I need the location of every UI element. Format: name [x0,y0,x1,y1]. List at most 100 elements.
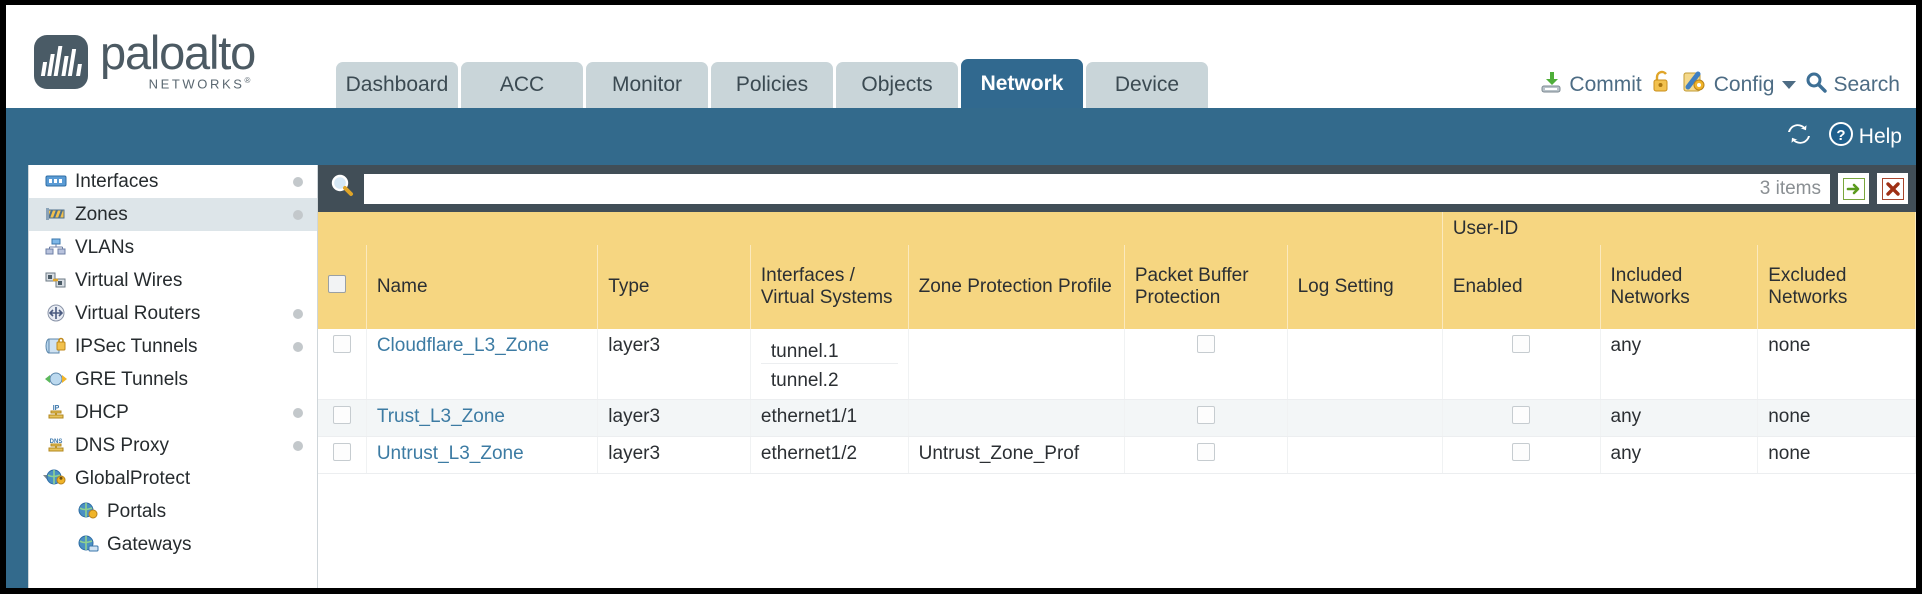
commit-button[interactable]: Commit [1539,70,1642,100]
search-label: Search [1833,73,1900,96]
sidebar-item-dhcp[interactable]: IP DHCP [29,396,317,429]
cell-packet-buffer-protection [1124,399,1288,437]
apply-filter-button[interactable] [1838,173,1869,204]
packet-buffer-checkbox[interactable] [1196,335,1215,353]
col-interfaces[interactable]: Interfaces / Virtual Systems [750,245,909,329]
brand-logo: paloalto NETWORKS® [34,26,256,93]
sidebar-label: DHCP [75,401,129,423]
select-all-checkbox[interactable] [328,275,346,293]
gre-tunnels-icon [45,370,67,390]
search-button[interactable]: Search [1805,71,1900,99]
sidebar-item-portals[interactable]: Portals [29,495,317,528]
tab-monitor[interactable]: Monitor [586,62,708,108]
sidebar-item-gre-tunnels[interactable]: GRE Tunnels [29,363,317,396]
help-icon: ? [1828,121,1854,153]
sidebar-item-ipsec-tunnels[interactable]: IPSec Tunnels [29,330,317,363]
userid-enabled-checkbox[interactable] [1512,335,1531,353]
virtual-routers-icon [45,304,67,324]
group-header-row: User-ID [318,212,1916,245]
cell-type: layer3 [597,329,751,400]
cell-included-networks: any [1600,329,1759,400]
cell-userid-enabled [1442,399,1601,437]
table-row[interactable]: Trust_L3_Zone layer3 ethernet1/1 any non… [318,399,1916,437]
col-log-setting[interactable]: Log Setting [1287,245,1443,329]
cell-userid-enabled [1442,436,1601,474]
commit-label: Commit [1569,73,1642,96]
refresh-icon[interactable] [1786,123,1812,151]
col-name[interactable]: Name [366,245,599,329]
paloalto-logo-icon [34,35,88,90]
group-header-spacer [318,212,1443,245]
sidebar-label: VLANs [75,236,135,258]
cell-included-networks: any [1600,399,1759,437]
tab-objects[interactable]: Objects [836,62,958,108]
help-button[interactable]: ? Help [1828,121,1902,153]
sidebar-item-gateways[interactable]: Gateways [29,528,317,561]
chevron-down-icon [1782,81,1797,89]
cell-type: layer3 [597,399,751,437]
cell-zone-protection-profile: Untrust_Zone_Prof [908,436,1125,474]
search-icon[interactable] [328,172,356,205]
search-input[interactable]: 3 items [364,173,1830,204]
padlock-icon[interactable] [1651,70,1673,100]
col-type[interactable]: Type [597,245,751,329]
sidebar-label: IPSec Tunnels [75,335,198,357]
status-dot [293,176,303,187]
row-checkbox[interactable] [332,335,351,353]
cell-excluded-networks: none [1757,399,1916,437]
brand-subtitle: NETWORKS® [148,76,254,92]
zone-link[interactable]: Untrust_L3_Zone [376,443,524,464]
dns-proxy-icon: DNS [45,436,67,456]
col-userid-enabled[interactable]: Enabled [1442,245,1601,329]
column-header-row: Name Type Interfaces / Virtual Systems Z… [318,245,1916,329]
brand-name: paloalto [100,26,256,79]
zone-link[interactable]: Cloudflare_L3_Zone [376,335,550,356]
search-icon [1805,71,1828,99]
sidebar-label: GlobalProtect [75,467,191,489]
row-checkbox[interactable] [332,443,351,461]
help-label: Help [1858,124,1902,148]
sidebar-label: Portals [107,500,167,522]
userid-enabled-checkbox[interactable] [1512,406,1531,424]
svg-text:DNS: DNS [50,439,63,445]
tab-dashboard[interactable]: Dashboard [336,62,458,108]
table-row[interactable]: Untrust_L3_Zone layer3 ethernet1/2 Untru… [318,436,1916,474]
sidebar-item-virtual-wires[interactable]: Virtual Wires [29,264,317,297]
zone-link[interactable]: Trust_L3_Zone [376,406,505,427]
body-area: Interfaces Zones VLANs Vir [6,165,1916,588]
sidebar-item-zones[interactable]: Zones [29,198,317,231]
main-tabs: Dashboard ACC Monitor Policies Objects N… [336,59,1208,108]
gateways-icon [77,535,99,555]
col-included-networks[interactable]: Included Networks [1600,245,1759,329]
items-count: 3 items [1759,177,1821,199]
clear-filter-button[interactable] [1877,173,1908,204]
tab-acc[interactable]: ACC [461,62,583,108]
sidebar-item-dns-proxy[interactable]: DNS DNS Proxy [29,429,317,462]
col-zone-protection-profile[interactable]: Zone Protection Profile [908,245,1125,329]
packet-buffer-checkbox[interactable] [1196,443,1215,461]
userid-enabled-checkbox[interactable] [1512,443,1531,461]
sub-header-bar: ? Help [6,108,1916,165]
tab-device[interactable]: Device [1086,62,1208,108]
cell-interfaces: tunnel.1 tunnel.2 [750,329,909,400]
sidebar-item-vlans[interactable]: VLANs [29,231,317,264]
sidebar-item-interfaces[interactable]: Interfaces [29,165,317,198]
tab-network[interactable]: Network [961,59,1083,108]
sidebar-item-virtual-routers[interactable]: Virtual Routers [29,297,317,330]
col-packet-buffer-protection[interactable]: Packet Buffer Protection [1124,245,1288,329]
row-select-cell [318,329,367,400]
col-excluded-networks[interactable]: Excluded Networks [1757,245,1916,329]
table-row[interactable]: Cloudflare_L3_Zone layer3 tunnel.1 tunne… [318,329,1916,400]
sidebar-label: Interfaces [75,170,159,192]
sidebar-item-globalprotect[interactable]: GlobalProtect [29,462,317,495]
svg-text:?: ? [1836,127,1845,144]
config-menu[interactable]: Config [1682,70,1797,100]
sidebar-label: Virtual Routers [75,302,201,324]
top-header: paloalto NETWORKS® Dashboard ACC Monitor… [6,5,1916,108]
cell-packet-buffer-protection [1124,436,1288,474]
row-checkbox[interactable] [332,406,351,424]
cell-zone-protection-profile [908,329,1125,400]
row-select-cell [318,399,367,437]
tab-policies[interactable]: Policies [711,62,833,108]
packet-buffer-checkbox[interactable] [1196,406,1215,424]
